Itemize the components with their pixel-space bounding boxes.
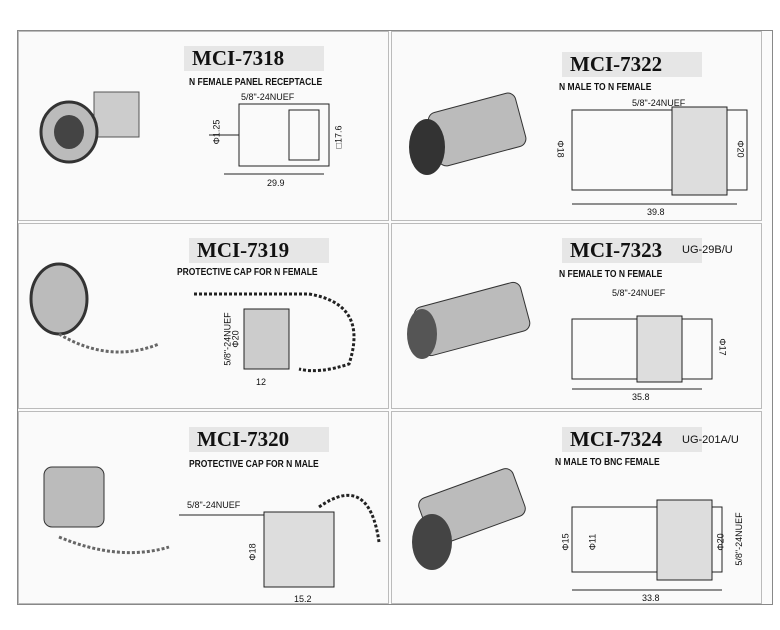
connector-photo [29,262,356,373]
dimension: □17.6 [333,125,344,149]
product-description: N MALE TO BNC FEMALE [555,457,660,468]
connector-photo [409,92,748,205]
dimension: 33.8 [642,593,660,603]
thread-spec: 5/8"-24NUEF [734,512,744,566]
connector-photo [407,281,713,390]
dimension: 35.8 [632,392,650,402]
model-number: MCI-7319 [189,238,330,263]
product-card-7323: MCI-7323 UG-29B/U N FEMALE TO N FEMALE 5… [391,223,762,409]
product-card-7320: MCI-7320 PROTECTIVE CAP FOR N MALE 5/8"-… [18,411,389,604]
catalog-frame: MCI-7318 N FEMALE PANEL RECEPTACLE 5/8"-… [17,30,773,605]
product-description: PROTECTIVE CAP FOR N MALE [189,459,319,470]
thread-spec: 5/8"-24NUEF [187,500,241,510]
dimension: 39.8 [647,207,665,217]
dimension: Φ11 [587,533,598,551]
dimension: Φ15 [560,533,571,551]
connector-photo [39,91,330,175]
dimension: Φ20 [715,533,726,551]
dimension: Φ20 [230,330,241,348]
connector-photo [43,466,381,588]
thread-spec: 5/8"-24NUEF [241,92,295,102]
dimension: 29.9 [267,178,285,188]
product-description: N FEMALE TO N FEMALE [559,269,663,280]
product-card-7318: MCI-7318 N FEMALE PANEL RECEPTACLE 5/8"-… [18,31,389,221]
connector-photo [412,468,723,591]
ug-part-number: UG-201A/U [682,434,739,446]
dimension: Φ18 [247,543,258,561]
product-description: N MALE TO N FEMALE [559,82,652,93]
dimension: Φ1.25 [211,119,222,145]
dimension: Φ20 [735,140,746,158]
dimension: 12 [256,377,267,387]
model-number: MCI-7324 [562,427,703,452]
dimension: 15.2 [294,594,312,604]
model-number: MCI-7323 [562,238,703,263]
product-description: PROTECTIVE CAP FOR N FEMALE [177,267,318,278]
product-card-7322: MCI-7322 N MALE TO N FEMALE 5/8"-24NUEF … [391,31,762,221]
dimension: Φ17 [717,338,728,356]
model-number: MCI-7320 [189,427,330,452]
product-description: N FEMALE PANEL RECEPTACLE [189,77,323,88]
model-number: MCI-7318 [184,46,325,71]
thread-spec: 5/8"-24NUEF [612,288,666,298]
thread-spec: 5/8"-24NUEF [632,98,686,108]
model-number: MCI-7322 [562,52,703,77]
dimension: Φ18 [555,140,566,158]
product-card-7324: MCI-7324 UG-201A/U N MALE TO BNC FEMALE … [391,411,762,604]
product-card-7319: MCI-7319 PROTECTIVE CAP FOR N FEMALE 5/8… [18,223,389,409]
ug-part-number: UG-29B/U [682,244,733,256]
